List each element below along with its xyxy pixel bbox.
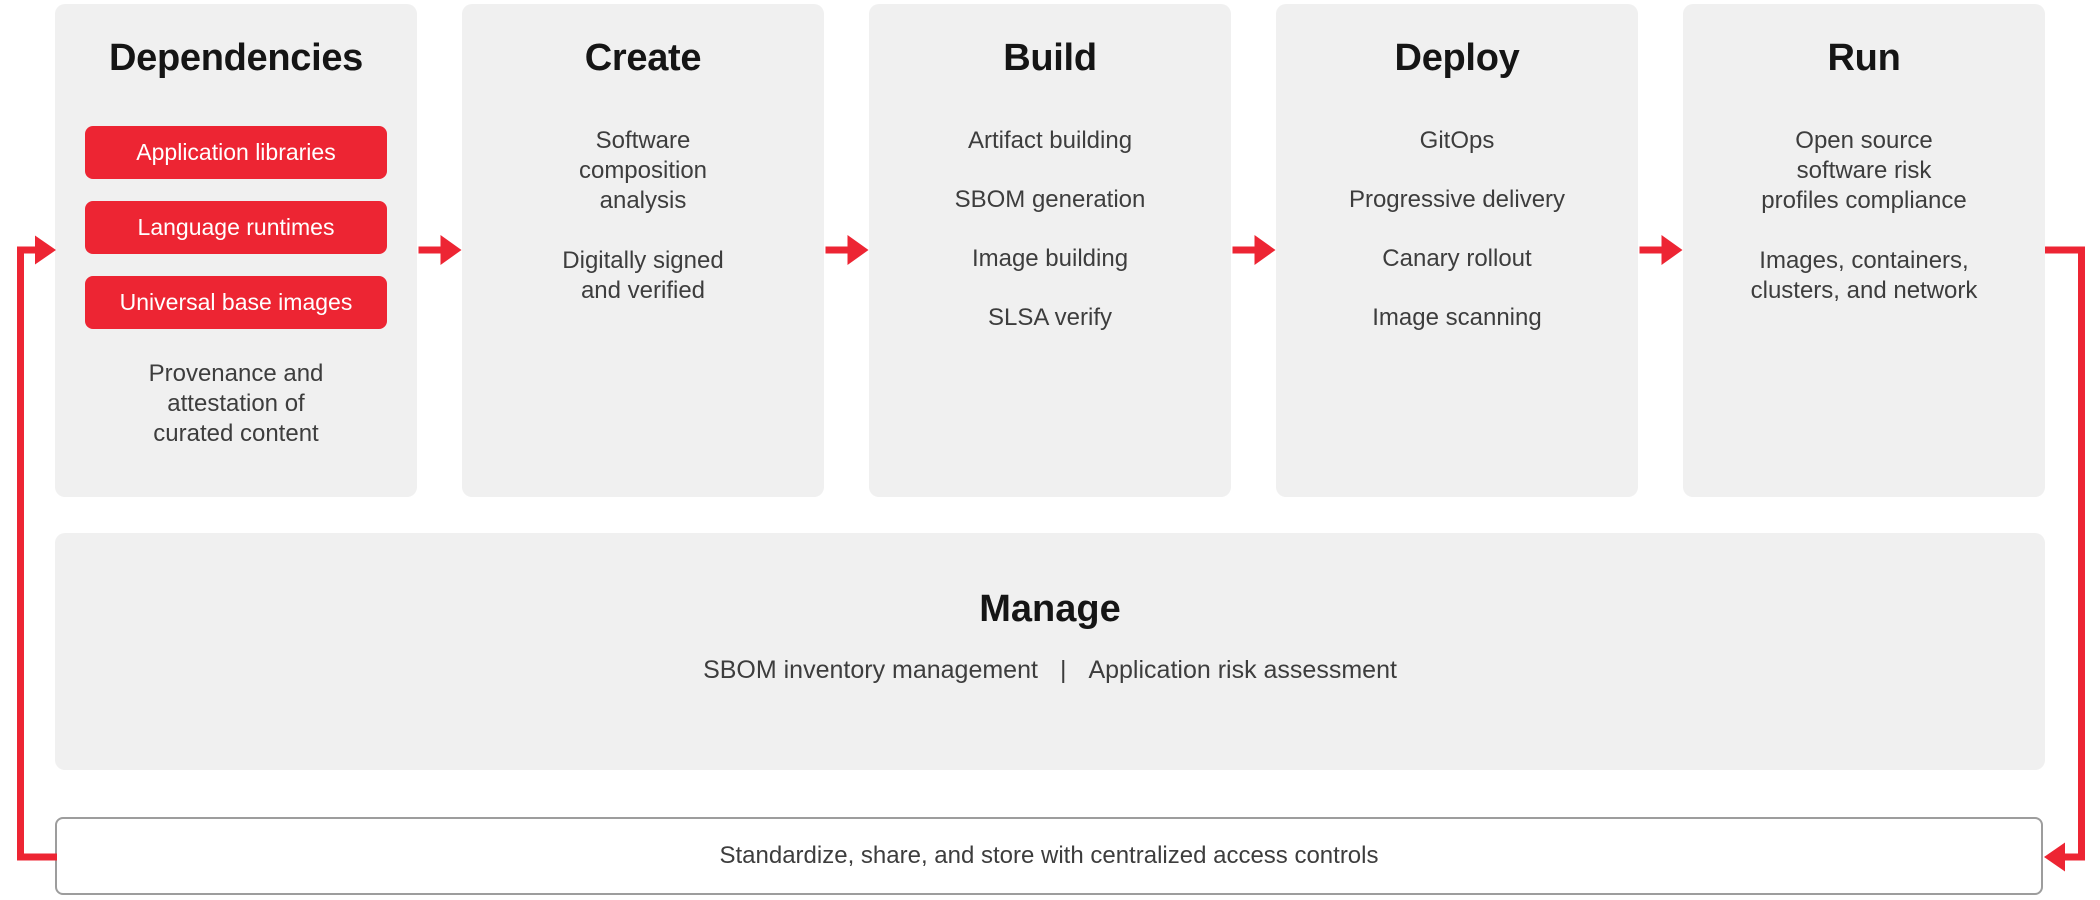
stage-list-item-sbom-generation: SBOM generation <box>954 186 1146 213</box>
manage-card: Manage SBOM inventory management | Applica… <box>55 533 2045 770</box>
stage-title-deploy: Deploy <box>1394 37 1520 79</box>
manage-item-sbom-inventory-management: SBOM inventory management <box>703 656 1038 684</box>
feedback-loop-right <box>2044 246 2085 872</box>
stage-title-create: Create <box>584 37 702 79</box>
stage-list-item-slsa-verify: SLSA verify <box>987 304 1113 331</box>
pill-button-universal-base-images[interactable]: Universal base images <box>85 276 387 329</box>
stage-title-build: Build <box>1003 37 1097 79</box>
stage-paragraph: Software composition analysis <box>578 127 708 214</box>
stage-title-run: Run <box>1827 37 1901 79</box>
stage-paragraph: Open source software risk profiles compl… <box>1761 127 1967 214</box>
manage-item-application-risk-assessment: Application risk assessment <box>1088 656 1397 684</box>
stage-list-item-image-building: Image building <box>971 245 1129 272</box>
stage-paragraph: Images, containers, clusters, and networ… <box>1750 247 1978 304</box>
stage-paragraph: Provenance and attestation of curated co… <box>148 360 324 447</box>
stage-list-item-artifact-building: Artifact building <box>967 127 1133 154</box>
stage-list-item-gitops: GitOps <box>1419 127 1495 154</box>
stage-content: Open source software risk profiles compl… <box>1683 126 2045 306</box>
centralized-access-bar: Standardize, share, and store with centr… <box>55 817 2043 895</box>
stage-paragraph: Digitally signed and verified <box>562 247 724 304</box>
feedback-loop-left <box>17 235 57 861</box>
centralized-access-bar-label: Standardize, share, and store with centr… <box>719 842 1379 869</box>
stage-list-item-progressive-delivery: Progressive delivery <box>1348 186 1566 213</box>
manage-items: SBOM inventory management | Application ri… <box>55 655 2045 685</box>
stage-list-item-canary-rollout: Canary rollout <box>1382 245 1532 272</box>
stage-title-dependencies: Dependencies <box>108 37 364 79</box>
manage-title: Manage <box>979 588 1121 630</box>
stage-list-item-image-scanning: Image scanning <box>1372 304 1542 331</box>
manage-item-separator: | <box>1059 656 1067 684</box>
pill-button-language-runtimes[interactable]: Language runtimes <box>85 201 387 254</box>
pill-button-application-libraries[interactable]: Application libraries <box>85 126 387 179</box>
